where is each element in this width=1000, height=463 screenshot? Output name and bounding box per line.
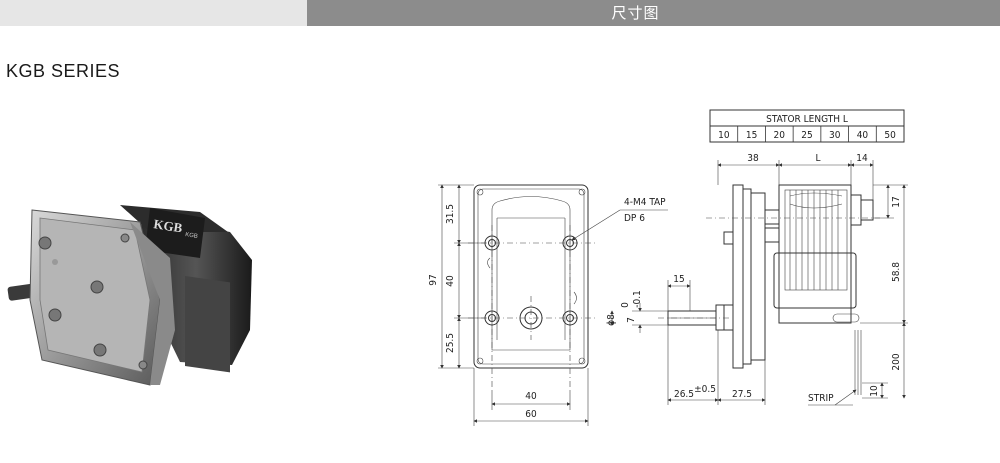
series-label: KGB SERIES (6, 61, 121, 81)
dim-tolerance: ±0.5 (694, 384, 716, 395)
header-bar: 尺寸图 (0, 0, 1000, 26)
header-bar-left (0, 0, 307, 26)
stator-length-cell: 10 (718, 130, 730, 141)
side-view: 38 L 14 17 58.8 200 10 (606, 153, 908, 406)
dim-17: 17 (891, 196, 902, 207)
dim-neg-0-1: -0.1 (632, 290, 643, 308)
dim-0: 0 (620, 302, 631, 308)
dim-phi8: ϕ8 (606, 314, 617, 326)
dim-40-v: 40 (445, 275, 456, 287)
stator-length-cell: 50 (884, 130, 896, 141)
dim-26-5: 26.5 (674, 389, 694, 400)
dim-58-8: 58.8 (891, 262, 902, 282)
dim-27-5: 27.5 (732, 389, 752, 400)
dim-7: 7 (626, 317, 637, 323)
dim-15: 15 (673, 274, 684, 285)
page-title: 尺寸图 (307, 0, 1000, 26)
photo-logo: KGB (153, 216, 184, 235)
front-view: 97 31.5 40 25.5 40 60 4-M4 TAP DP 6 (428, 184, 668, 426)
stator-length-cell: 20 (774, 130, 786, 141)
stator-length-cell: 15 (746, 130, 757, 141)
dim-14: 14 (856, 153, 868, 164)
dim-200: 200 (891, 353, 902, 370)
stator-length-cell: 30 (829, 130, 841, 141)
tap-label-2: DP 6 (624, 213, 645, 224)
dim-38: 38 (747, 153, 759, 164)
dim-97: 97 (428, 274, 439, 285)
photo-brand: KGB (185, 232, 198, 240)
stator-length-cell: 40 (857, 130, 869, 141)
dim-40-h: 40 (525, 391, 537, 402)
dim-31-5: 31.5 (445, 204, 456, 224)
stator-table-title: STATOR LENGTH L (766, 114, 848, 125)
stator-length-cell: 25 (801, 130, 812, 141)
dim-L: L (815, 153, 820, 164)
stator-length-table: STATOR LENGTH L 10 15 20 25 30 40 50 (709, 109, 905, 143)
dim-60: 60 (525, 409, 537, 420)
dim-10: 10 (869, 385, 880, 397)
dim-25-5: 25.5 (445, 333, 456, 353)
tap-label-1: 4-M4 TAP (624, 197, 666, 208)
product-photo: KGB KGB (7, 205, 252, 386)
strip-label: STRIP (808, 393, 834, 404)
